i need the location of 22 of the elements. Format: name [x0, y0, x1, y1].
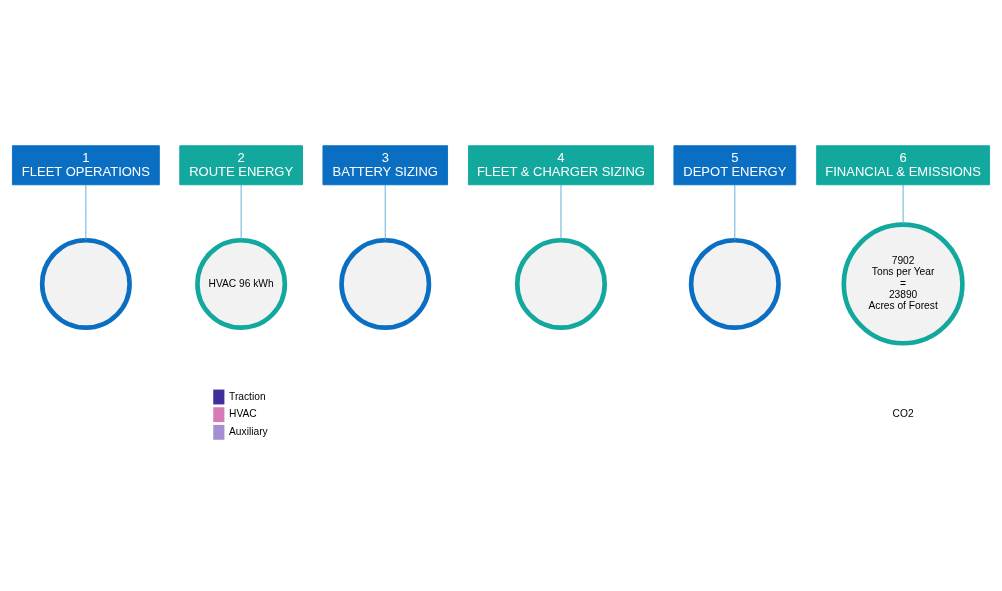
- node-box: 3 BATTERY SIZING: [322, 144, 448, 185]
- node-box: 2 ROUTE ENERGY: [179, 144, 303, 185]
- node-circle: [688, 237, 781, 330]
- connector: [560, 183, 562, 240]
- connector: [85, 183, 87, 240]
- connector: [734, 183, 736, 240]
- node-circle: [39, 237, 132, 330]
- node-box: 5 DEPOT ENERGY: [673, 144, 797, 185]
- node-circle: [339, 237, 432, 330]
- connector: [902, 183, 904, 225]
- node-box: 6 FINANCIAL & EMISSIONS: [816, 144, 991, 185]
- legend-label: Auxiliary: [229, 425, 268, 437]
- node-circle: HVAC 96 kWh: [195, 237, 288, 330]
- node-circle: 7902 Tons per Year = 23890 Acres of Forest: [841, 221, 965, 346]
- legend-label: Traction: [229, 390, 266, 402]
- legend-label: HVAC: [229, 407, 257, 419]
- node-box: 4 FLEET & CHARGER SIZING: [468, 144, 654, 185]
- node-box: 1 FLEET OPERATIONS: [11, 144, 160, 185]
- connector: [384, 183, 386, 240]
- label: CO2: [892, 407, 914, 419]
- connector: [240, 183, 242, 240]
- node-circle: [514, 237, 607, 330]
